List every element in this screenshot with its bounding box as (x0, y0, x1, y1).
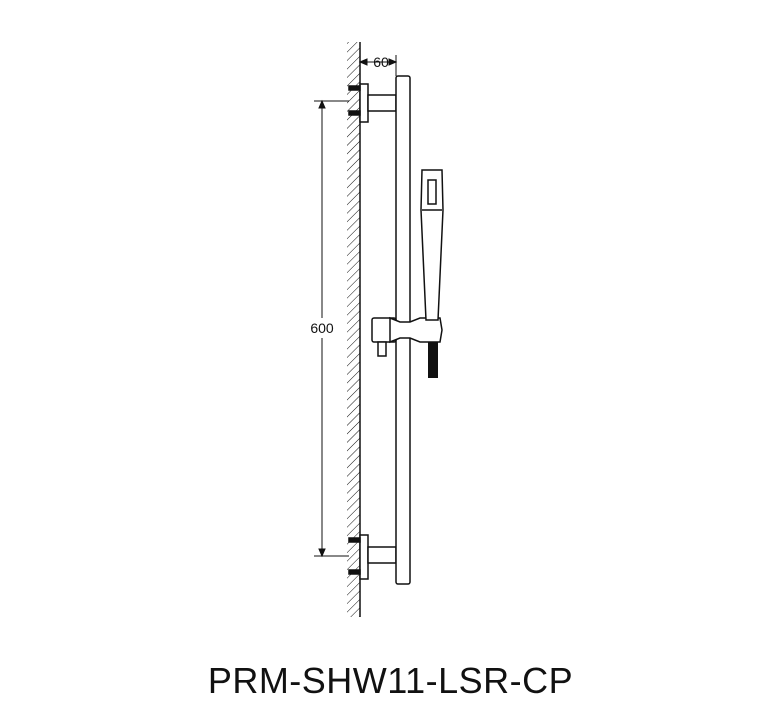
wall (347, 42, 361, 617)
model-code: PRM-SHW11-LSR-CP (207, 660, 574, 701)
slider-holder (371, 316, 443, 357)
dimension-60-label: 60 (373, 54, 389, 70)
dimension-600-label: 600 (310, 320, 334, 336)
shower-hose (428, 342, 438, 378)
top-wall-bracket (348, 83, 397, 123)
dimension-bracket-offset (358, 55, 398, 76)
hand-shower (420, 169, 444, 321)
